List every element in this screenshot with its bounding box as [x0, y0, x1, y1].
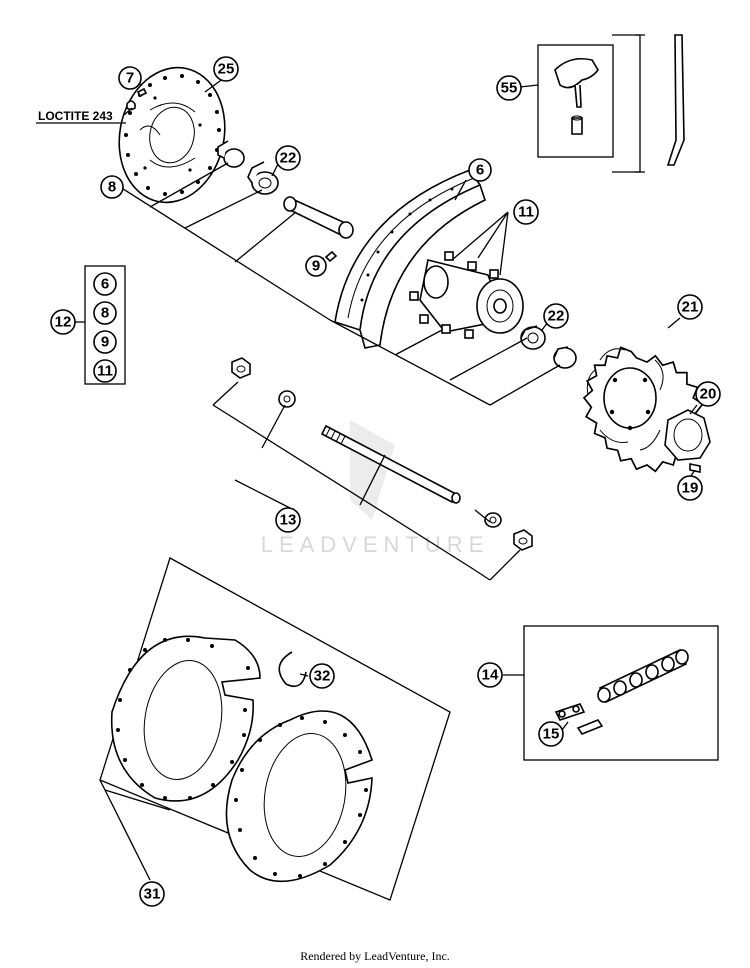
svg-text:25: 25 — [218, 61, 235, 78]
callout-22-bottom: 22 — [543, 303, 569, 329]
callout-25: 25 — [213, 56, 239, 82]
callout-13: 13 — [275, 507, 301, 533]
wheel-rim — [334, 169, 486, 349]
callout-19: 19 — [677, 475, 703, 501]
right-bearing — [520, 325, 546, 350]
sprocket-bolt — [689, 463, 701, 473]
callout-9: 9 — [305, 255, 327, 277]
grub-screw — [324, 250, 338, 263]
leader-lines — [75, 34, 698, 881]
kit-item-8: 8 — [93, 301, 117, 325]
svg-text:6: 6 — [101, 276, 109, 293]
left-spacer — [217, 140, 245, 168]
svg-text:20: 20 — [700, 386, 717, 403]
callout-31: 31 — [139, 881, 165, 907]
svg-text:LOCTITE 243: LOCTITE 243 — [38, 109, 113, 123]
kit-item-6: 6 — [93, 272, 117, 296]
chain — [597, 648, 689, 704]
svg-text:13: 13 — [280, 512, 297, 529]
svg-text:14: 14 — [482, 667, 499, 684]
callout-7: 7 — [118, 66, 142, 90]
svg-text:8: 8 — [108, 179, 116, 196]
callout-11: 11 — [513, 199, 539, 225]
svg-text:15: 15 — [543, 726, 560, 743]
kit-box — [84, 265, 126, 385]
chain-master-link — [554, 703, 604, 735]
svg-text:6: 6 — [476, 162, 484, 179]
svg-text:55: 55 — [501, 80, 518, 97]
loctite-note: LOCTITE 243 — [36, 109, 126, 124]
callout-6: 6 — [468, 158, 492, 182]
spoke — [635, 34, 685, 173]
axle-washer-left — [278, 390, 296, 408]
callout-20: 20 — [695, 381, 721, 407]
distance-tube — [283, 196, 354, 239]
svg-text:8: 8 — [101, 305, 109, 322]
svg-text:9: 9 — [101, 334, 109, 351]
axle-nut-right — [513, 529, 533, 551]
right-spacer — [553, 346, 577, 369]
callout-21: 21 — [677, 294, 703, 320]
watermark-text: LEADVENTURE — [261, 532, 490, 557]
svg-text:22: 22 — [548, 308, 565, 325]
kit-item-11: 11 — [93, 359, 117, 383]
left-bearing — [247, 161, 279, 195]
callout-22-top: 22 — [275, 145, 301, 171]
svg-text:12: 12 — [55, 314, 72, 331]
axle-washer-right — [484, 512, 502, 528]
svg-text:21: 21 — [682, 299, 699, 316]
callout-55: 55 — [496, 75, 522, 101]
callout-15: 15 — [538, 721, 564, 747]
callout-12: 12 — [50, 309, 76, 335]
rim-tape-left — [110, 635, 261, 802]
callout-14: 14 — [477, 662, 503, 688]
footer-credit: Rendered by LeadVenture, Inc. — [300, 949, 450, 963]
retaining-ring — [278, 651, 307, 688]
kit-item-9: 9 — [93, 330, 117, 354]
wheel-hub — [409, 251, 524, 339]
svg-text:32: 32 — [314, 668, 331, 685]
svg-text:11: 11 — [518, 204, 534, 221]
axle-nut-left — [231, 357, 251, 379]
disc-bolt — [126, 87, 148, 111]
valve-box — [537, 44, 614, 158]
svg-text:19: 19 — [682, 480, 699, 497]
svg-text:22: 22 — [280, 150, 297, 167]
svg-text:11: 11 — [97, 363, 113, 380]
svg-text:7: 7 — [126, 70, 134, 87]
locking-plate — [664, 409, 711, 461]
watermark: LEADVENTURE — [261, 420, 490, 557]
callout-32: 32 — [309, 663, 335, 689]
chain-box — [523, 625, 719, 761]
rim-tape-right — [225, 710, 373, 883]
svg-text:9: 9 — [312, 258, 320, 275]
svg-text:31: 31 — [144, 886, 161, 903]
axle — [320, 424, 461, 504]
callout-8: 8 — [100, 175, 124, 199]
